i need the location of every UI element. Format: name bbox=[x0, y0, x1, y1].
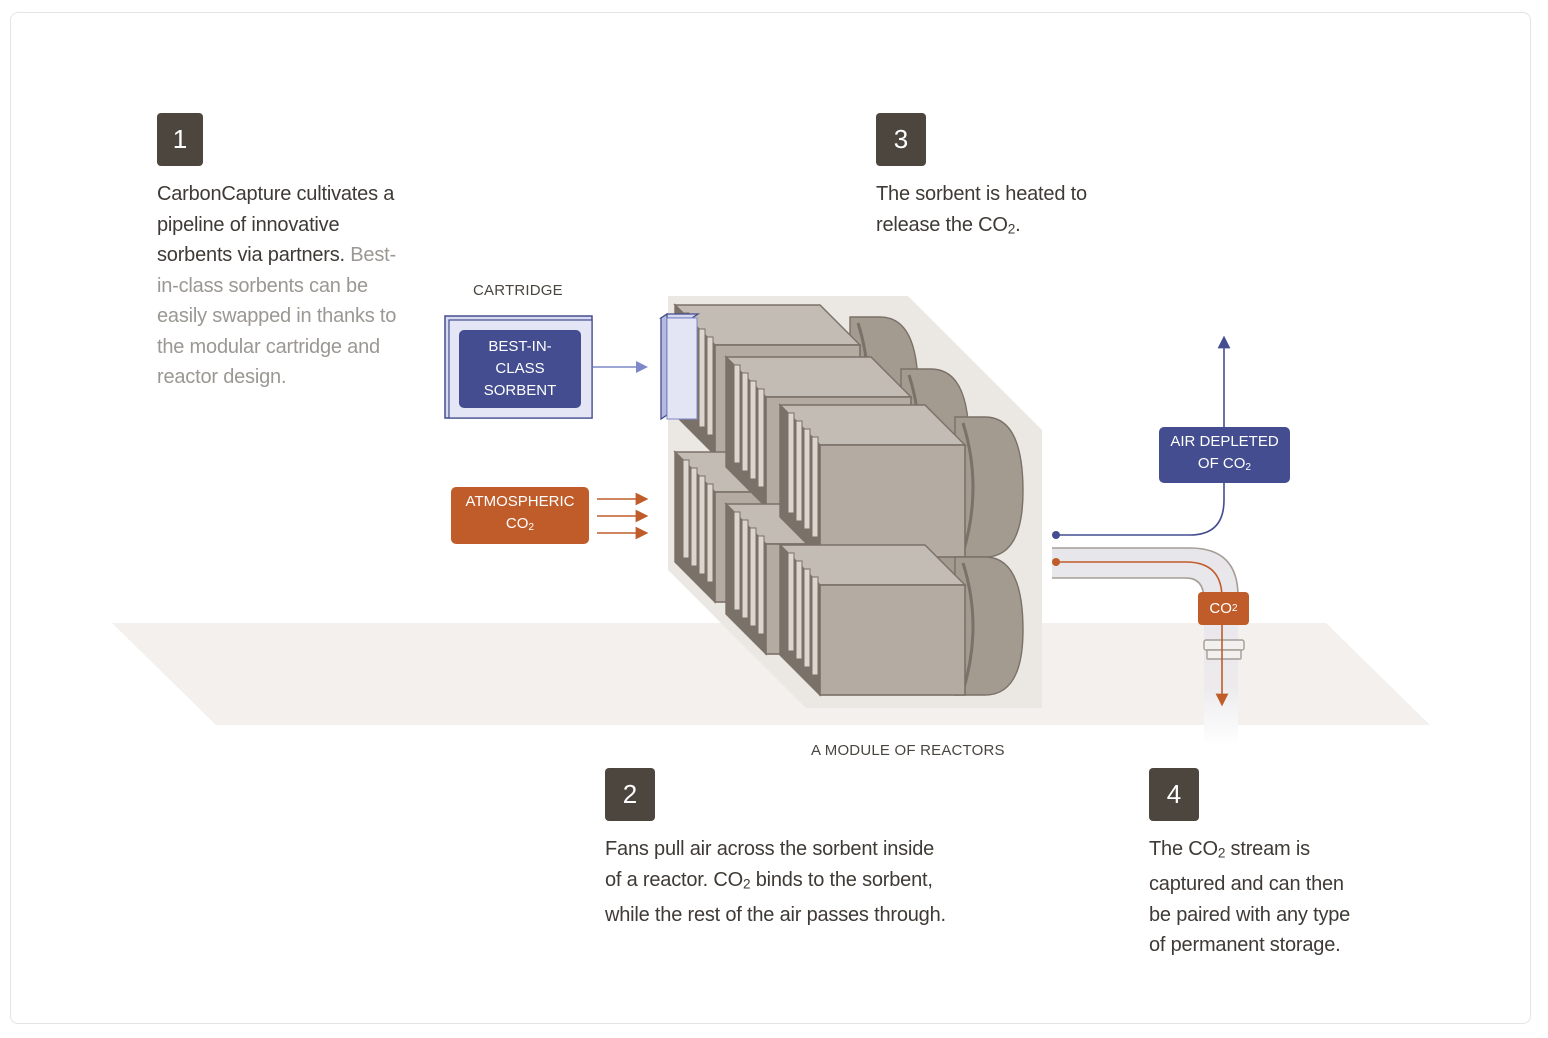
atmospheric-arrows bbox=[597, 492, 649, 540]
step-4-line-4: of permanent storage. bbox=[1149, 934, 1341, 957]
atmospheric-line-2: CO2 bbox=[505, 515, 535, 534]
air-flow-origin-dot bbox=[1052, 531, 1060, 539]
step-1-muted-text: Best-in-class sorbents can be easily swa… bbox=[157, 244, 397, 388]
sorbent-slat bbox=[749, 380, 757, 480]
atmospheric-line-1: ATMOSPHERIC bbox=[465, 493, 575, 511]
sorbent-slat bbox=[757, 535, 765, 635]
step-1-number: 1 bbox=[172, 124, 188, 154]
sorbent-line-2: CLASS bbox=[495, 360, 545, 377]
step-1-bold-text: CarbonCapture cultivates a pipeline of i… bbox=[157, 183, 395, 266]
fan-housing-icon bbox=[954, 416, 1024, 558]
step-4-line-2: captured and can then bbox=[1149, 873, 1344, 896]
sorbent-slat bbox=[803, 428, 811, 530]
air-depleted-box: AIR DEPLETED OF CO2 bbox=[1159, 427, 1290, 483]
step-2-description: Fans pull air across the sorbent inside … bbox=[605, 834, 1025, 930]
sorbent-slat bbox=[787, 552, 795, 652]
sorbent-slat bbox=[690, 467, 698, 567]
step-2-line-3: while the rest of the air passes through… bbox=[605, 903, 946, 926]
sorbent-slat bbox=[698, 328, 706, 428]
sorbent-box: BEST-IN- CLASS SORBENT bbox=[459, 330, 581, 408]
step-3-description: The sorbent is heated to release the CO2… bbox=[876, 179, 1176, 245]
step-2-number: 2 bbox=[622, 779, 638, 809]
air-depleted-line-2: OF CO2 bbox=[1197, 454, 1252, 474]
step-2-line-2: of a reactor. CO2 binds to the sorbent, bbox=[605, 868, 933, 892]
step-2-badge: 2 bbox=[605, 768, 655, 821]
sorbent-line-3: SORBENT bbox=[483, 382, 557, 399]
sorbent-slat bbox=[795, 560, 803, 660]
step-4-number: 4 bbox=[1166, 779, 1182, 809]
module-label: A MODULE OF REACTORS bbox=[811, 742, 1005, 759]
sorbent-slat bbox=[811, 436, 819, 538]
step-4-badge: 4 bbox=[1149, 768, 1199, 821]
step-4-line-1: The CO2 stream is bbox=[1149, 838, 1310, 861]
step-3-line-1: The sorbent is heated to bbox=[876, 183, 1087, 205]
air-depleted-line-1: AIR DEPLETED bbox=[1170, 432, 1279, 450]
sorbent-slat bbox=[706, 336, 714, 436]
sorbent-slat bbox=[706, 483, 714, 583]
co2-flow-origin-dot bbox=[1052, 558, 1060, 566]
sorbent-slat bbox=[757, 388, 765, 488]
step-2-line-1: Fans pull air across the sorbent inside bbox=[605, 838, 935, 860]
sorbent-slat bbox=[749, 527, 757, 627]
cartridge-label: CARTRIDGE bbox=[473, 282, 563, 299]
sorbent-slat bbox=[803, 568, 811, 668]
reactor-bottom-front bbox=[778, 543, 1024, 697]
fan-housing-icon bbox=[954, 556, 1024, 696]
sorbent-slat bbox=[741, 519, 749, 619]
sorbent-slat bbox=[682, 459, 690, 559]
sorbent-slat bbox=[795, 420, 803, 522]
step-1-description: CarbonCapture cultivates a pipeline of i… bbox=[157, 179, 417, 393]
step-3-badge: 3 bbox=[876, 113, 926, 166]
step-3-line-2: release the CO2. bbox=[876, 213, 1021, 237]
sorbent-slat bbox=[787, 412, 795, 514]
sorbent-line-1: BEST-IN- bbox=[488, 338, 552, 355]
floor-plane bbox=[112, 623, 1430, 725]
reactor-top-front bbox=[778, 403, 1024, 559]
step-4-line-3: be paired with any type bbox=[1149, 903, 1351, 926]
sorbent-slat bbox=[811, 576, 819, 676]
air-flow-line bbox=[1056, 335, 1231, 536]
sorbent-slat bbox=[733, 364, 741, 464]
reactor-module bbox=[673, 303, 1024, 697]
cartridge-insert bbox=[658, 312, 701, 421]
sorbent-slat bbox=[741, 372, 749, 472]
sorbent-slat bbox=[733, 511, 741, 611]
step-3-number: 3 bbox=[893, 124, 909, 154]
sorbent-slat bbox=[698, 475, 706, 575]
step-1-badge: 1 bbox=[157, 113, 203, 166]
step-4-description: The CO2 stream is captured and can then … bbox=[1149, 834, 1429, 961]
atmospheric-co2-box: ATMOSPHERIC CO2 bbox=[451, 487, 589, 544]
